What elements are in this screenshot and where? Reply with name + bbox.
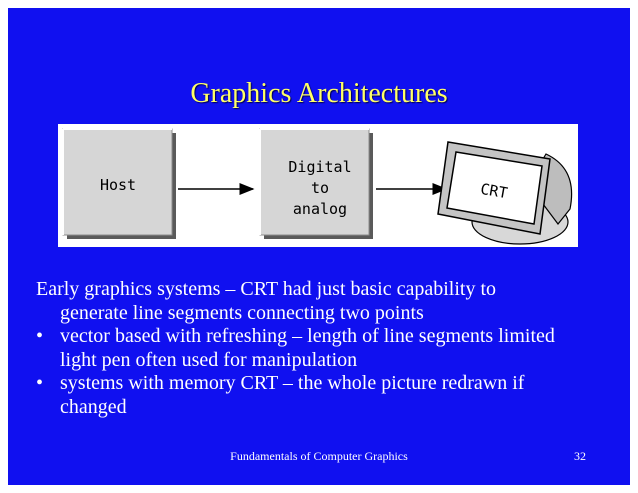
bullet-mark: •	[36, 372, 44, 394]
intro-line-2: generate line segments connecting two po…	[60, 301, 424, 324]
footer-text: Fundamentals of Computer Graphics	[230, 449, 408, 463]
bullet-1-line-2: light pen often used for manipulation	[60, 348, 358, 371]
slide-title: Graphics Architectures	[190, 78, 448, 109]
dac-label-line-2: to	[311, 179, 329, 197]
host-box: Host	[62, 128, 176, 239]
slide: Graphics Architectures Host	[8, 8, 630, 485]
architecture-diagram: Host Digital to analog	[58, 124, 578, 247]
page-number: 32	[574, 449, 586, 463]
host-label: Host	[100, 176, 136, 194]
diagram-canvas: Host Digital to analog	[62, 128, 573, 245]
crt-monitor-icon: CRT	[437, 141, 573, 245]
intro-paragraph: Early graphics systems – CRT had just ba…	[36, 278, 616, 325]
crt-label: CRT	[479, 180, 509, 202]
dac-label-line-1: Digital	[288, 158, 351, 176]
dac-box: Digital to analog	[259, 128, 373, 239]
bullet-item-vector: • vector based with refreshing – length …	[36, 325, 616, 372]
bullet-2-line-2: changed	[60, 395, 127, 418]
dac-label-line-3: analog	[293, 200, 347, 218]
bullet-1-line-1: vector based with refreshing – length of…	[60, 325, 555, 347]
body-text: Early graphics systems – CRT had just ba…	[36, 278, 616, 419]
bullet-2-line-1: systems with memory CRT – the whole pict…	[60, 372, 525, 394]
bullet-mark: •	[36, 325, 44, 347]
bullet-item-memory-crt: • systems with memory CRT – the whole pi…	[36, 372, 616, 419]
intro-line-1: Early graphics systems – CRT had just ba…	[36, 278, 497, 300]
